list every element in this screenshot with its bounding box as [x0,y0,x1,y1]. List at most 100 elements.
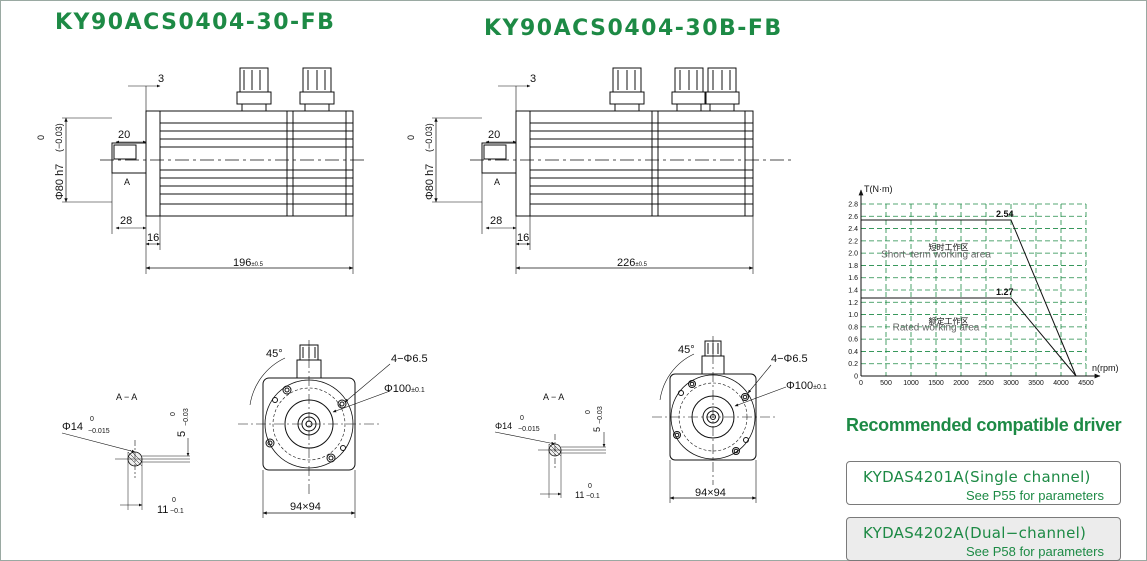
section-view-right [494,431,606,498]
section-key-h-tol-bottom-right: −0.03 [597,406,604,424]
dim-length-right: 226±0.5 [617,257,648,269]
keyway-right [483,144,507,160]
driver-name: KYDAS4202A(Dual−channel) [863,524,1087,542]
driver-ref: See P55 for parameters [965,488,1104,503]
dim-28-left: 28 [120,215,132,227]
y-tick-label: 0.6 [848,337,858,344]
dim-shaft-dia-right: Φ80 h7 [424,164,436,200]
y-tick-label: 0.4 [848,349,858,356]
side-view-left [62,67,365,274]
keyway-left [113,144,137,160]
curve-value-label: 1.27 [996,287,1014,297]
dim-shaft-tol-top-left: 0 [36,135,46,140]
section-shaft-tol-top-right: 0 [520,415,524,422]
y-tick-label: 2.0 [848,251,858,258]
x-tick-label: 500 [880,380,892,387]
y-tick-label: 2.6 [848,214,858,221]
section-label-left: A − A [116,392,137,402]
driver-name: KYDAS4201A(Single channel) [863,468,1091,486]
torque-curve-0 [861,219,1077,377]
dim-shaft-dia-left: Φ80 h7 [54,164,66,200]
y-tick-label: 1.2 [848,300,858,307]
section-key-d-left: 11 [157,504,168,516]
section-key-h-left: 5 [176,431,188,437]
torque-curve-1 [861,297,1077,377]
x-tick-label: 1500 [928,380,944,387]
x-tick-label: 4000 [1053,380,1069,387]
y-tick-label: 0 [854,374,858,381]
section-key-d-tol-bottom-left: −0.1 [170,508,184,515]
front-holes-left: 4−Φ6.5 [391,353,428,365]
front-view-left [238,340,391,518]
dim-length-left: 196±0.5 [233,257,264,269]
y-tick-label: 2.2 [848,238,858,245]
y-tick-label: 1.6 [848,275,858,282]
driver-ref: See P58 for parameters [965,544,1104,559]
section-key-d-tol-top-left: 0 [172,497,176,504]
section-key-h-right: 5 [592,427,602,432]
y-tick-label: 1.0 [848,312,858,319]
section-key-h-tol-top-right: 0 [585,410,592,414]
motor-body-left [159,110,354,217]
y-tick-label: 2.8 [848,202,858,209]
x-tick-label: 3500 [1028,380,1044,387]
flange-left [145,110,161,217]
section-mark-right: A [494,177,500,187]
y-tick-label: 2.4 [848,226,858,233]
x-tick-label: 1000 [903,380,919,387]
section-key-h-tol-bottom-left: −0.03 [183,408,190,426]
zone-label-cn: 短时工作区 [929,242,969,252]
driver-card-single[interactable]: KYDAS4201A(Single channel) See P55 for p… [846,461,1121,505]
dim-shaft-tol-bottom-right: (−0.03) [424,123,434,152]
motor-body-right [529,110,754,217]
dim-16-left: 16 [147,232,159,244]
front-flange-right: 94×94 [695,487,726,499]
y-tick-label: 0.2 [848,361,858,368]
section-key-d-tol-top-right: 0 [588,483,592,490]
x-tick-label: 4500 [1078,380,1094,387]
section-shaft-tol-bottom-left: −0.015 [88,428,110,435]
zone-label-cn: 额定工作区 [929,316,969,326]
section-key-d-tol-bottom-right: −0.1 [586,493,600,500]
flange-right [515,110,531,217]
front-holes-right: 4−Φ6.5 [771,353,808,365]
model-title-right: KY90ACS0404-30B-FB [484,16,783,41]
dim-16-right: 16 [517,232,529,244]
front-angle-right: 45° [678,344,695,356]
x-tick-label: 2500 [978,380,994,387]
y-tick-label: 0.8 [848,324,858,331]
dim-28-right: 28 [490,215,502,227]
section-shaft-tol-bottom-right: −0.015 [518,426,540,433]
section-shaft-tol-top-left: 0 [90,416,94,423]
driver-card-dual[interactable]: KYDAS4202A(Dual−channel) See P58 for par… [846,517,1121,561]
model-title-left: KY90ACS0404-30-FB [55,10,336,35]
x-tick-label: 2000 [953,380,969,387]
dim-3-left: 3 [158,73,164,85]
dim-shaft-tol-top-right: 0 [406,135,416,140]
front-angle-left: 45° [266,348,283,360]
zone-label-en: Short−term working area [881,249,991,260]
dim-3-right: 3 [530,73,536,85]
front-pcd-left: Φ100±0.1 [384,383,425,395]
driver-heading: Recommended compatible driver [846,415,1122,435]
section-key-d-right: 11 [575,490,584,500]
front-flange-left: 94×94 [290,501,321,513]
section-key-h-tol-top-left: 0 [170,412,177,416]
front-view-right [652,336,787,503]
section-mark-left: A [124,177,130,187]
x-axis-label: n(rpm) [1092,363,1119,373]
side-view-right [432,67,792,274]
front-pcd-right: Φ100±0.1 [786,380,827,392]
section-shaft-left: Φ14 [62,421,83,433]
dim-key-len-left: 20 [118,129,130,141]
section-view-left [61,432,190,510]
section-shaft-right: Φ14 [495,421,512,431]
dim-key-len-right: 20 [488,129,500,141]
dim-shaft-tol-bottom-left: (−0.03) [54,123,64,152]
zone-label-en: Rated working area [893,323,980,334]
y-tick-label: 1.4 [848,288,858,295]
y-tick-label: 1.8 [848,263,858,270]
torque-speed-chart: 0 0.2 0.4 0.6 0.8 1.0 1.2 1.4 1.6 1.8 2.0 2.2 2.4 2.6… [848,184,1118,387]
